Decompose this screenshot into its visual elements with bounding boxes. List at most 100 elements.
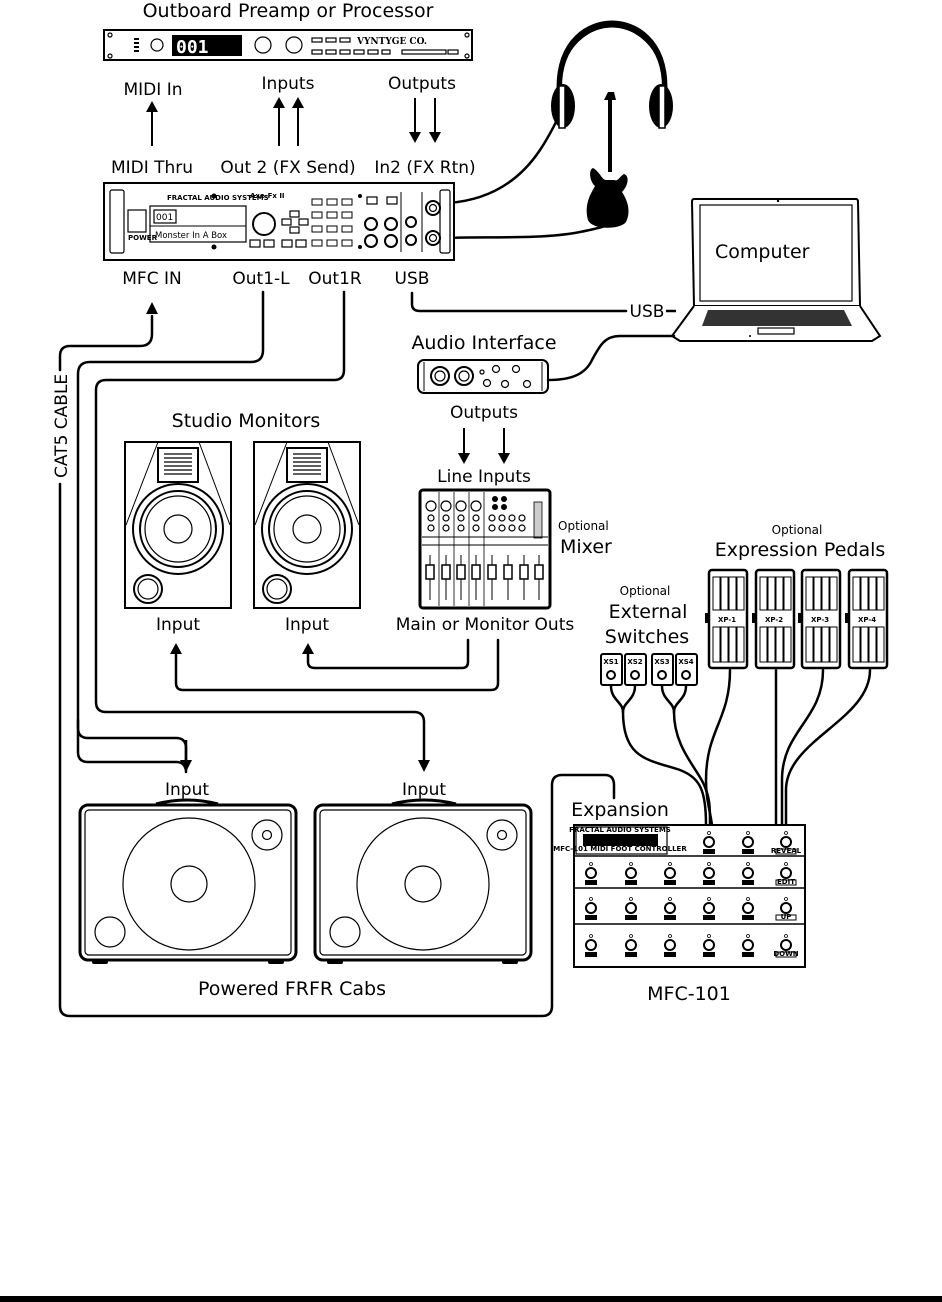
preset-number: 001 [156,213,173,223]
expression-pedal-label: XP-3 [811,616,829,624]
interface-outputs-label: Outputs [450,403,518,423]
mfc-footswitch [703,934,715,957]
studio-monitors-title: Studio Monitors [172,410,321,432]
monitor-left-input-label: Input [156,615,200,635]
outboard-title: Outboard Preamp or Processor [143,0,434,22]
axefx-model: Axe-Fx II [250,192,285,200]
audio-interface-title: Audio Interface [411,332,556,354]
power-label: POWER [128,234,158,242]
mfc-button-label: DOWN [773,950,798,958]
xs3-xs4-cable-join [660,684,688,714]
outboard-outputs-label: Outputs [388,74,456,94]
xs12-cable [621,710,708,827]
out1-r-label: Out1R [308,269,362,289]
mfc-footswitch [703,862,715,885]
axefx-unit: POWER FRACTAL AUDIO SYSTEMS 001 Monster … [103,182,455,261]
mfc-footswitch: REVEAL [771,831,802,855]
arrow-up-icon [292,97,304,108]
outboard-inputs-label: Inputs [262,74,315,94]
mfc-in-label: MFC IN [122,269,181,289]
mixer-title: Mixer [560,536,612,558]
xp1-cable [704,668,732,827]
input-jack [425,230,441,246]
external-switches-title-1: External [609,601,688,623]
expansion-label: Expansion [571,799,669,821]
out1-l-cable [76,290,265,774]
studio-monitor-right [253,441,361,609]
external-switch-xs2: XS2 [624,653,647,686]
arrow-down-icon [498,453,510,464]
computer-label: Computer [715,241,810,263]
input-level-knob [405,234,417,246]
expression-pedal-xp-1: XP-1 [705,568,749,670]
mfc-footswitch: DOWN [773,934,799,958]
mixer-optional-label: Optional [558,519,609,533]
outboard-display [172,35,242,56]
mfc-footswitch: EDIT [775,862,797,886]
mixer-to-monitor-left-cable [174,638,500,692]
outboard-display-value: 001 [176,37,209,58]
frfr-right-input-label: Input [402,780,446,800]
svg-text:XS3: XS3 [654,658,669,666]
monitor-right-input-label: Input [285,615,329,635]
svg-text:XS4: XS4 [678,658,693,666]
frfr-left-input-label: Input [165,780,209,800]
frfr-title: Powered FRFR Cabs [198,978,386,1000]
arrow-down-icon [409,132,421,143]
expression-pedal-xp-4: XP-4 [845,568,889,670]
mfc-footswitch [664,897,676,920]
external-switch-xs1: XS1 [600,653,623,686]
outboard-brand: VYNTYGE CO. [356,37,427,47]
audio-interface-device [417,359,549,394]
mfc-footswitch: UP [775,897,797,921]
mfc-footswitch [703,897,715,920]
expression-pedal-label: XP-4 [858,616,876,624]
expression-pedal-xp-2: XP-2 [752,568,796,670]
external-switch-xs4: XS4 [675,653,698,686]
expression-pedal-label: XP-2 [765,616,783,624]
preset-name: Monster In A Box [155,231,227,241]
cat5-cable-label: CAT5 CABLE [52,374,72,478]
out1-l-cable-frfr [76,718,188,762]
svg-text:XS1: XS1 [603,658,618,666]
mfc-footswitch [742,897,754,920]
expression-pedal-xp-3: XP-3 [798,568,842,670]
mfc-footswitch [742,862,754,885]
mfc-display [583,834,658,846]
mixer-to-monitor-right-cable [306,638,470,670]
mfc-footswitch [585,934,597,957]
mixer-device [418,488,552,610]
mfc-101-controller: FRACTAL AUDIO SYSTEMS MFC-101 MIDI FOOT … [553,824,806,968]
axefx-display [149,205,247,243]
guitar-cable [446,216,622,240]
quick-control-knob [384,234,398,248]
headphone-cable [446,120,558,205]
expression-pedals-title: Expression Pedals [715,539,886,561]
usb-label: USB [395,269,430,289]
mfc-title: MFC-101 [647,983,731,1005]
power-switch [127,209,147,233]
guitar-icon [586,92,629,228]
mfc-button-label: REVEAL [771,847,802,855]
quick-control-knob [364,217,378,231]
out1-r-cable [94,290,426,762]
audio-interface-usb-cable [546,334,676,382]
mixer-faders [425,555,544,600]
mfc-footswitch [742,831,754,854]
arrow-down-icon [418,760,430,772]
mfc-footswitch [664,862,676,885]
mfc-button-label: UP [781,913,792,921]
in2-fx-return-label: In2 (FX Rtn) [374,158,475,178]
mfc-brand: FRACTAL AUDIO SYSTEMS [569,826,671,834]
expression-pedal-label: XP-1 [718,616,736,624]
mfc-subtitle: MFC-101 MIDI FOOT CONTROLLER [553,845,687,853]
usb-cable-label: USB [630,302,665,322]
expression-pedals-group: XP-1 XP-2 XP-3 XP-4 [705,568,889,670]
out2-fx-send-label: Out 2 (FX Send) [220,158,355,178]
out1-l-label: Out1-L [232,269,290,289]
external-switches-title-2: Switches [605,626,689,648]
outboard-processor: 001 VYNTYGE CO. [103,29,473,61]
cat5-cable-lower [58,482,616,1018]
arrow-up-icon [146,302,158,314]
expression-pedals-optional-label: Optional [772,523,823,537]
